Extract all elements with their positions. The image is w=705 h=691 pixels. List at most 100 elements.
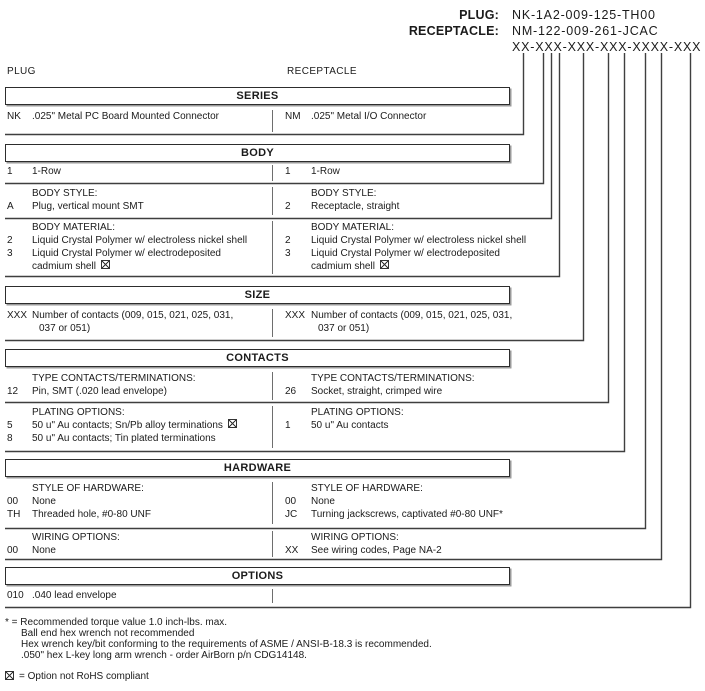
hardware-style-plug-desc-00: None xyxy=(32,496,56,507)
size-receptacle-cell: XXX Number of contacts (009, 015, 021, 0… xyxy=(272,309,565,337)
body-material-plug-code-2: 2 xyxy=(7,235,13,246)
body-material-receptacle-desc-3: Liquid Crystal Polymer w/ electrodeposit… xyxy=(311,248,500,272)
body-material-row: BODY MATERIAL: 2 Liquid Crystal Polymer … xyxy=(5,221,565,274)
not-rohs-flag-icon xyxy=(100,260,110,269)
body-material-receptacle-desc-2: Liquid Crystal Polymer w/ electroless ni… xyxy=(311,235,527,246)
hardware-style-label-right: STYLE OF HARDWARE: xyxy=(311,483,423,494)
plating-plug-code-5: 5 xyxy=(7,420,13,431)
not-rohs-flag-icon xyxy=(5,671,14,680)
series-receptacle-desc: .025" Metal I/O Connector xyxy=(311,111,427,122)
options-plug-desc: .040 lead envelope xyxy=(32,590,117,601)
hardware-style-row: STYLE OF HARDWARE: 00 None TH Threaded h… xyxy=(5,482,565,524)
body-row-plug-desc: 1-Row xyxy=(32,166,61,177)
contacts-type-plug-desc: Pin, SMT (.020 lead envelope) xyxy=(32,386,167,397)
body-style-row: BODY STYLE: A Plug, vertical mount SMT B… xyxy=(5,187,565,215)
plating-receptacle-code-1: 1 xyxy=(285,420,291,431)
body-row-receptacle-cell: 1 1-Row xyxy=(272,165,565,181)
body-title: BODY xyxy=(241,147,274,159)
body-style-receptacle-cell: BODY STYLE: 2 Receptacle, straight xyxy=(272,187,565,215)
plating-receptacle-desc-1: 50 u" Au contacts xyxy=(311,420,389,431)
hardware-style-label: STYLE OF HARDWARE: xyxy=(32,483,144,494)
hardware-style-plug-code-00: 00 xyxy=(7,496,19,507)
body-material-plug-desc-3: Liquid Crystal Polymer w/ electrodeposit… xyxy=(32,248,221,272)
body-section-header: BODY xyxy=(5,144,510,162)
footnote-rohs-text: = Option not RoHS compliant xyxy=(19,671,149,682)
options-row: 010 .040 lead envelope xyxy=(5,589,565,603)
plating-options-row: PLATING OPTIONS: 5 50 u" Au contacts; Sn… xyxy=(5,406,565,448)
hardware-style-receptacle-desc-jc: Turning jackscrews, captivated #0-80 UNF… xyxy=(311,509,503,520)
receptacle-part-number-label: RECEPTACLE: xyxy=(408,24,499,38)
footnote-hex-wrench: Hex wrench key/bit conforming to the req… xyxy=(21,639,432,650)
body-style-label: BODY STYLE: xyxy=(32,188,98,199)
size-plug-code: XXX xyxy=(7,310,28,321)
body-material-label: BODY MATERIAL: xyxy=(32,222,115,233)
part-number-pattern: XX-XXX-XXX-XXX-XXXX-XXX xyxy=(512,40,702,54)
series-section-header: SERIES xyxy=(5,87,510,105)
series-plug-desc: .025" Metal PC Board Mounted Connector xyxy=(32,111,219,122)
footnote-rohs: = Option not RoHS compliant xyxy=(5,671,149,682)
size-row: XXX Number of contacts (009, 015, 021, 0… xyxy=(5,309,565,337)
footnotes: * = Recommended torque value 1.0 inch-lb… xyxy=(5,617,432,661)
wiring-label-right: WIRING OPTIONS: xyxy=(311,532,399,543)
series-title: SERIES xyxy=(236,90,279,102)
body-style-receptacle-desc: Receptacle, straight xyxy=(311,201,400,212)
size-plug-desc: Number of contacts (009, 015, 021, 025, … xyxy=(32,310,234,334)
body-style-plug-cell: BODY STYLE: A Plug, vertical mount SMT xyxy=(7,187,270,213)
wiring-label: WIRING OPTIONS: xyxy=(32,532,120,543)
body-style-plug-code: A xyxy=(7,201,14,212)
contacts-title: CONTACTS xyxy=(226,352,289,364)
contacts-type-row: TYPE CONTACTS/TERMINATIONS: 12 Pin, SMT … xyxy=(5,372,565,400)
contacts-type-label: TYPE CONTACTS/TERMINATIONS: xyxy=(32,373,196,384)
wiring-plug-desc: None xyxy=(32,545,56,556)
plating-plug-code-8: 8 xyxy=(7,433,13,444)
series-row: NK .025" Metal PC Board Mounted Connecto… xyxy=(5,110,565,132)
hardware-title: HARDWARE xyxy=(223,462,292,474)
series-receptacle-code: NM xyxy=(285,111,301,122)
wiring-plug-cell: WIRING OPTIONS: 00 None xyxy=(7,531,270,557)
options-section-header: OPTIONS xyxy=(5,567,510,585)
series-plug-cell: NK .025" Metal PC Board Mounted Connecto… xyxy=(7,110,270,123)
size-section-header: SIZE xyxy=(5,286,510,304)
plating-receptacle-cell: PLATING OPTIONS: 1 50 u" Au contacts xyxy=(272,406,565,448)
contacts-type-label-right: TYPE CONTACTS/TERMINATIONS: xyxy=(311,373,475,384)
series-receptacle-cell: NM .025" Metal I/O Connector xyxy=(272,110,565,132)
hardware-style-receptacle-cell: STYLE OF HARDWARE: 00 None JC Turning ja… xyxy=(272,482,565,524)
body-style-receptacle-code: 2 xyxy=(285,201,291,212)
body-material-plug-cell: BODY MATERIAL: 2 Liquid Crystal Polymer … xyxy=(7,221,270,273)
contacts-type-receptacle-cell: TYPE CONTACTS/TERMINATIONS: 26 Socket, s… xyxy=(272,372,565,400)
plating-label-right: PLATING OPTIONS: xyxy=(311,407,404,418)
footnote-lkey: .050" hex L-key long arm wrench - order … xyxy=(21,650,307,661)
body-row-receptacle-desc: 1-Row xyxy=(311,166,340,177)
hardware-style-plug-cell: STYLE OF HARDWARE: 00 None TH Threaded h… xyxy=(7,482,270,521)
body-style-plug-desc: Plug, vertical mount SMT xyxy=(32,201,144,212)
contacts-section-header: CONTACTS xyxy=(5,349,510,367)
contacts-type-receptacle-desc: Socket, straight, crimped wire xyxy=(311,386,443,397)
body-material-receptacle-code-3: 3 xyxy=(285,248,291,259)
hardware-style-receptacle-desc-00: None xyxy=(311,496,335,507)
not-rohs-flag-icon xyxy=(379,260,389,269)
contacts-type-receptacle-code: 26 xyxy=(285,386,297,397)
plug-part-number-value: NK-1A2-009-125-TH00 xyxy=(512,8,656,22)
body-row-plug-cell: 1 1-Row xyxy=(7,165,270,178)
plating-label: PLATING OPTIONS: xyxy=(32,407,125,418)
not-rohs-flag-icon xyxy=(227,419,237,428)
hardware-style-receptacle-code-jc: JC xyxy=(285,509,298,520)
wiring-receptacle-code: XX xyxy=(285,545,299,556)
contacts-type-plug-cell: TYPE CONTACTS/TERMINATIONS: 12 Pin, SMT … xyxy=(7,372,270,398)
hardware-section-header: HARDWARE xyxy=(5,459,510,477)
contacts-type-plug-code: 12 xyxy=(7,386,19,397)
hardware-style-receptacle-code-00: 00 xyxy=(285,496,297,507)
body-row-plug-code: 1 xyxy=(7,166,13,177)
body-material-receptacle-code-2: 2 xyxy=(285,235,291,246)
body-material-receptacle-cell: BODY MATERIAL: 2 Liquid Crystal Polymer … xyxy=(272,221,565,274)
body-material-label-right: BODY MATERIAL: xyxy=(311,222,394,233)
body-material-plug-desc-2: Liquid Crystal Polymer w/ electroless ni… xyxy=(32,235,248,246)
plating-plug-cell: PLATING OPTIONS: 5 50 u" Au contacts; Sn… xyxy=(7,406,270,445)
body-row-receptacle-code: 1 xyxy=(285,166,291,177)
plating-plug-desc-5: 50 u" Au contacts; Sn/Pb alloy terminati… xyxy=(32,419,270,432)
footnote-torque: * = Recommended torque value 1.0 inch-lb… xyxy=(5,617,228,628)
plating-plug-desc-8: 50 u" Au contacts; Tin plated terminatio… xyxy=(32,433,216,444)
receptacle-column-header: RECEPTACLE xyxy=(287,66,357,77)
plug-part-number-label: PLUG: xyxy=(459,8,499,22)
